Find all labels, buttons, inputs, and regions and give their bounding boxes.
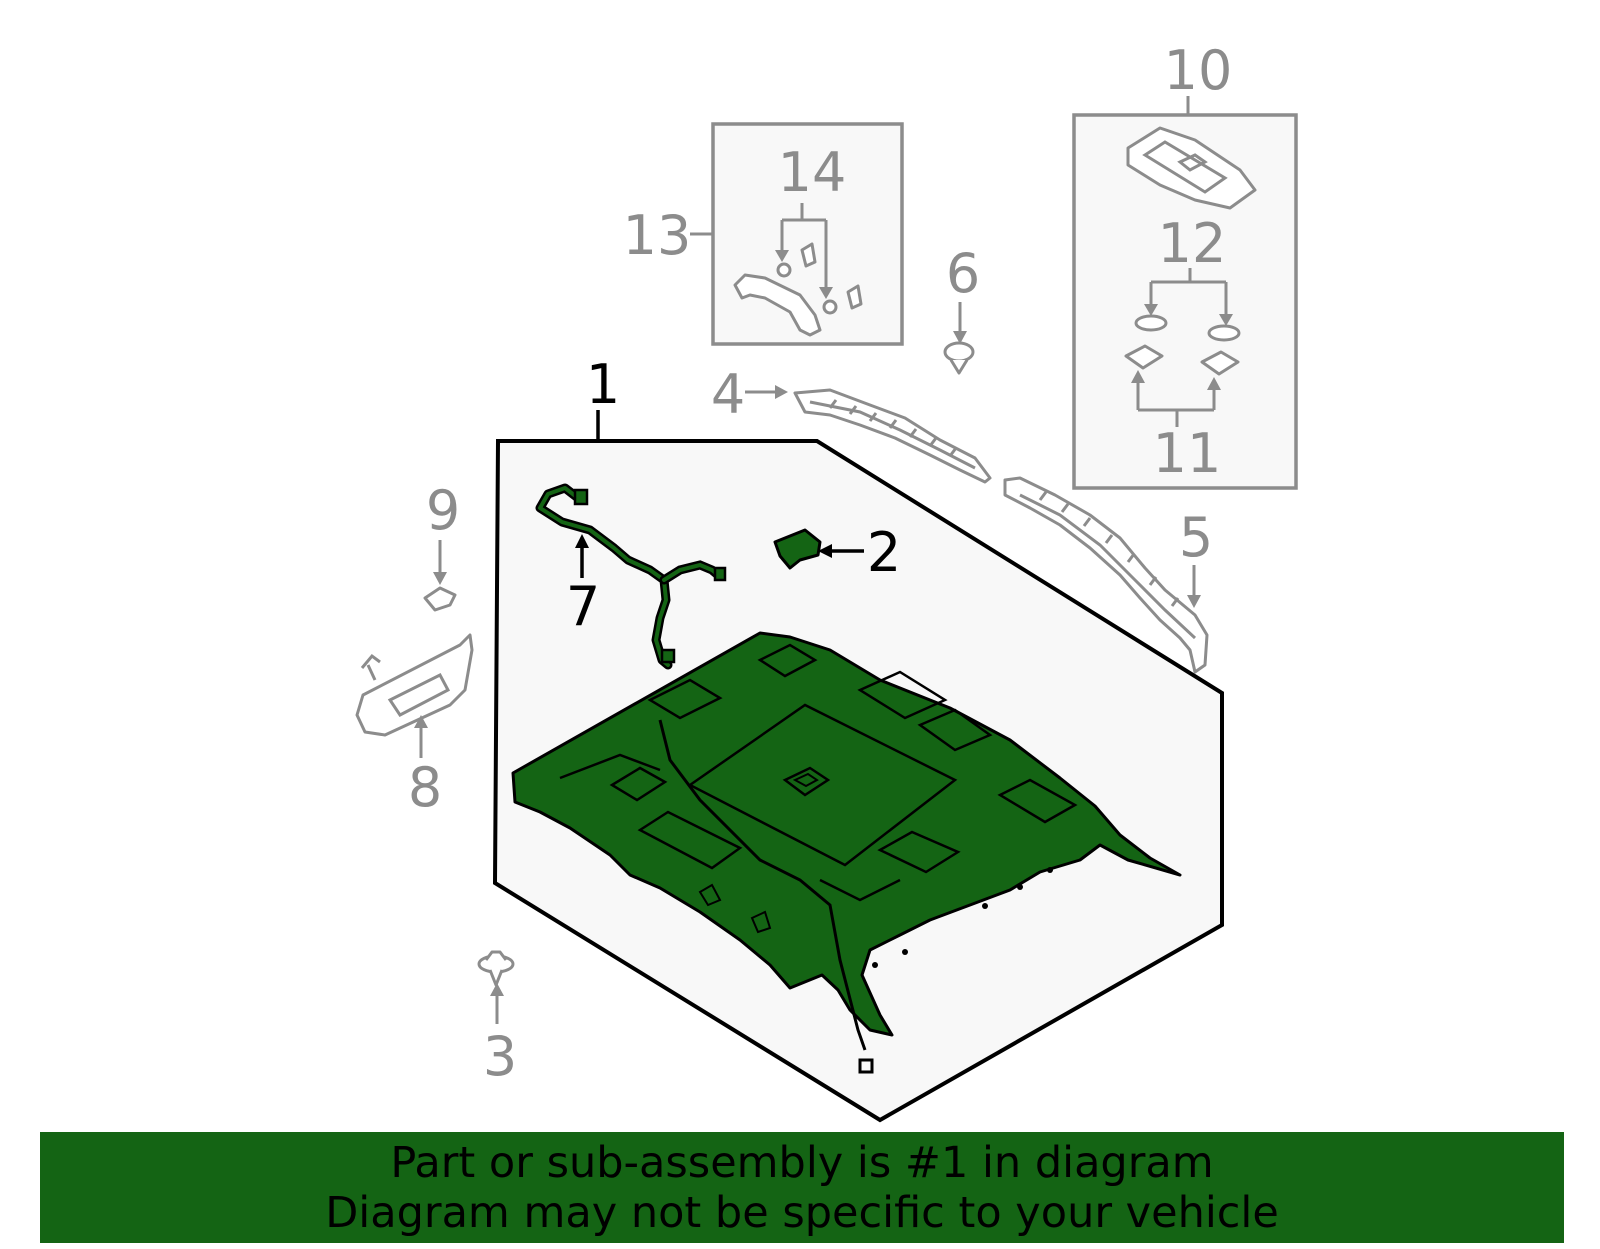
callout-13: 13: [623, 204, 692, 267]
callout-6: 6: [946, 242, 980, 305]
push-pin-part-3[interactable]: [477, 950, 515, 987]
callout-14-arrowhead-a: [775, 250, 789, 262]
info-banner: Part or sub-assembly is #1 in diagram Di…: [40, 1132, 1564, 1243]
callout-11-leader: [1136, 378, 1216, 427]
wiring-harness-part[interactable]: [535, 483, 727, 670]
callout-1: 1: [586, 353, 620, 416]
callout-2-arrowhead: [818, 544, 832, 558]
callout-5-arrowhead: [1187, 595, 1201, 608]
callout-7-arrowhead: [575, 534, 589, 548]
rail-part-4[interactable]: [793, 388, 992, 484]
dome-lamp-part-10[interactable]: [1126, 126, 1257, 210]
callout-11-arrowhead-b: [1207, 377, 1221, 390]
rail-part-5[interactable]: [1003, 476, 1209, 674]
sun-visor-part-8[interactable]: [355, 633, 474, 737]
lamp-lens-part-12[interactable]: [1134, 314, 1241, 342]
lamp-bulb-part-11[interactable]: [1124, 344, 1240, 376]
callout-3-arrowhead: [490, 983, 504, 996]
callout-12: 12: [1158, 212, 1227, 275]
callout-8: 8: [408, 756, 442, 819]
callout-7: 7: [566, 575, 600, 638]
callout-4-arrowhead: [775, 385, 788, 399]
callout-10: 10: [1164, 39, 1233, 102]
callout-9: 9: [426, 479, 460, 542]
callout-12-arrowhead-a: [1144, 304, 1158, 316]
clip-part-2[interactable]: [773, 528, 822, 570]
clip-part-6[interactable]: [943, 341, 975, 375]
callout-11-arrowhead-a: [1131, 370, 1145, 383]
callout-6-arrowhead: [953, 331, 967, 344]
callout-5: 5: [1179, 506, 1213, 569]
callout-2: 2: [867, 521, 901, 584]
callout-14-leader: [780, 203, 828, 292]
grab-handle-part-13[interactable]: [733, 273, 822, 337]
callout-3: 3: [483, 1025, 517, 1088]
callout-14: 14: [778, 141, 847, 204]
banner-line-1: Part or sub-assembly is #1 in diagram: [390, 1138, 1214, 1188]
banner-line-2: Diagram may not be specific to your vehi…: [325, 1188, 1279, 1238]
headliner-part[interactable]: [511, 631, 1182, 1074]
screw-caps-part-14[interactable]: [776, 242, 863, 315]
callout-12-arrowhead-b: [1219, 314, 1233, 326]
callout-8-arrowhead: [414, 715, 428, 728]
info-banner-bg: [40, 1132, 1564, 1243]
callout-4: 4: [711, 363, 745, 426]
callout-9-arrowhead: [433, 572, 447, 585]
callout-14-arrowhead-b: [819, 287, 833, 299]
callout-12-leader: [1149, 268, 1228, 318]
callout-11: 11: [1153, 422, 1222, 485]
visor-clip-part-9[interactable]: [423, 586, 457, 612]
